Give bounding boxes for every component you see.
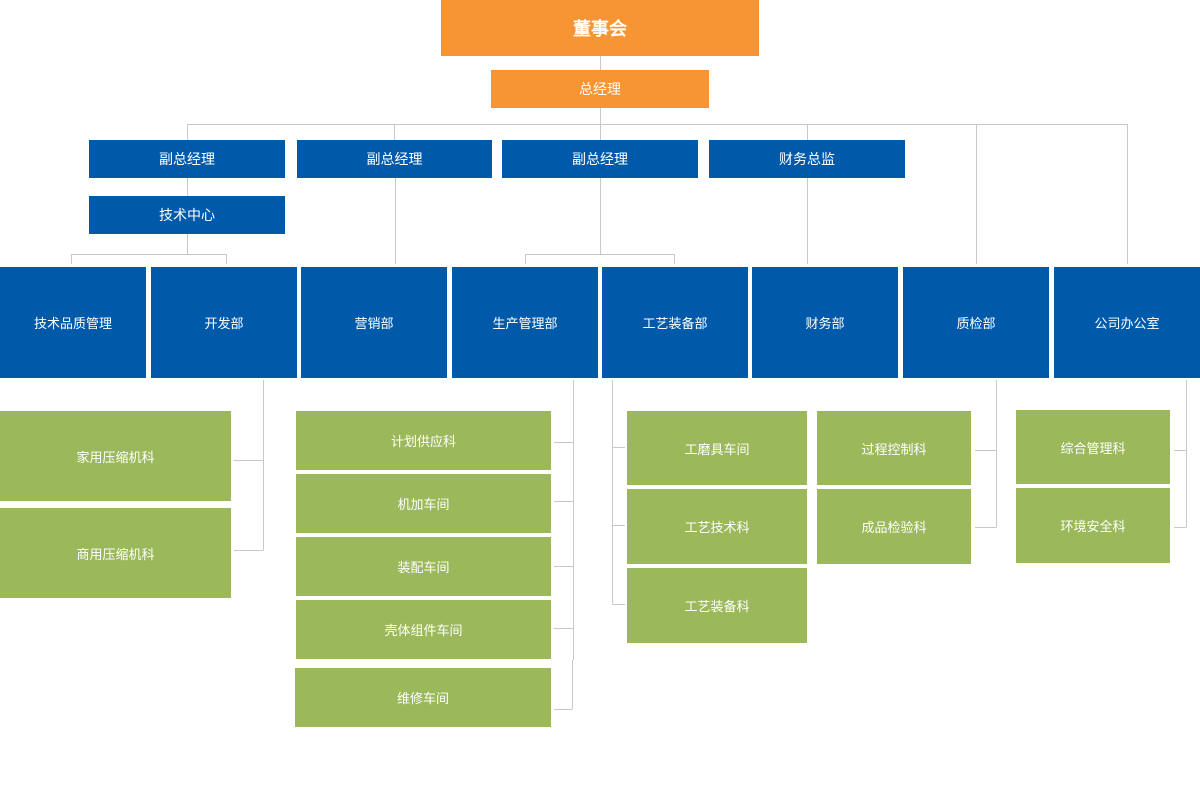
section-planning-supply: 计划供应科 (296, 411, 551, 470)
tech-center-node: 技术中心 (89, 196, 285, 234)
chief-financial-officer-node: 财务总监 (709, 140, 905, 178)
dept-finance: 财务部 (752, 267, 898, 378)
section-assembly-workshop: 装配车间 (296, 537, 551, 596)
section-process-technology: 工艺技术科 (627, 489, 807, 564)
section-process-equipment: 工艺装备科 (627, 568, 807, 643)
section-tooling-workshop: 工磨具车间 (627, 411, 807, 485)
dept-tech-quality-management: 技术品质管理 (0, 267, 146, 378)
section-environment-safety: 环境安全科 (1016, 488, 1170, 563)
general-manager-node: 总经理 (491, 70, 709, 108)
dept-marketing: 营销部 (301, 267, 447, 378)
board-node: 董事会 (441, 0, 759, 56)
section-maintenance-workshop: 维修车间 (295, 668, 551, 727)
section-household-compressor: 家用压缩机科 (0, 411, 231, 501)
dept-process-equipment: 工艺装备部 (602, 267, 748, 378)
vice-general-manager-node: 副总经理 (502, 140, 698, 178)
section-process-control: 过程控制科 (817, 411, 971, 485)
dept-quality-inspection: 质检部 (903, 267, 1049, 378)
vice-general-manager-node: 副总经理 (89, 140, 285, 178)
vice-general-manager-node: 副总经理 (297, 140, 492, 178)
dept-company-office: 公司办公室 (1054, 267, 1200, 378)
section-machining-workshop: 机加车间 (296, 474, 551, 533)
section-commercial-compressor: 商用压缩机科 (0, 508, 231, 598)
section-general-management: 综合管理科 (1016, 410, 1170, 484)
dept-production-management: 生产管理部 (452, 267, 598, 378)
section-shell-assembly-workshop: 壳体组件车间 (296, 600, 551, 659)
dept-development: 开发部 (151, 267, 297, 378)
section-finished-product-inspection: 成品检验科 (817, 489, 971, 564)
